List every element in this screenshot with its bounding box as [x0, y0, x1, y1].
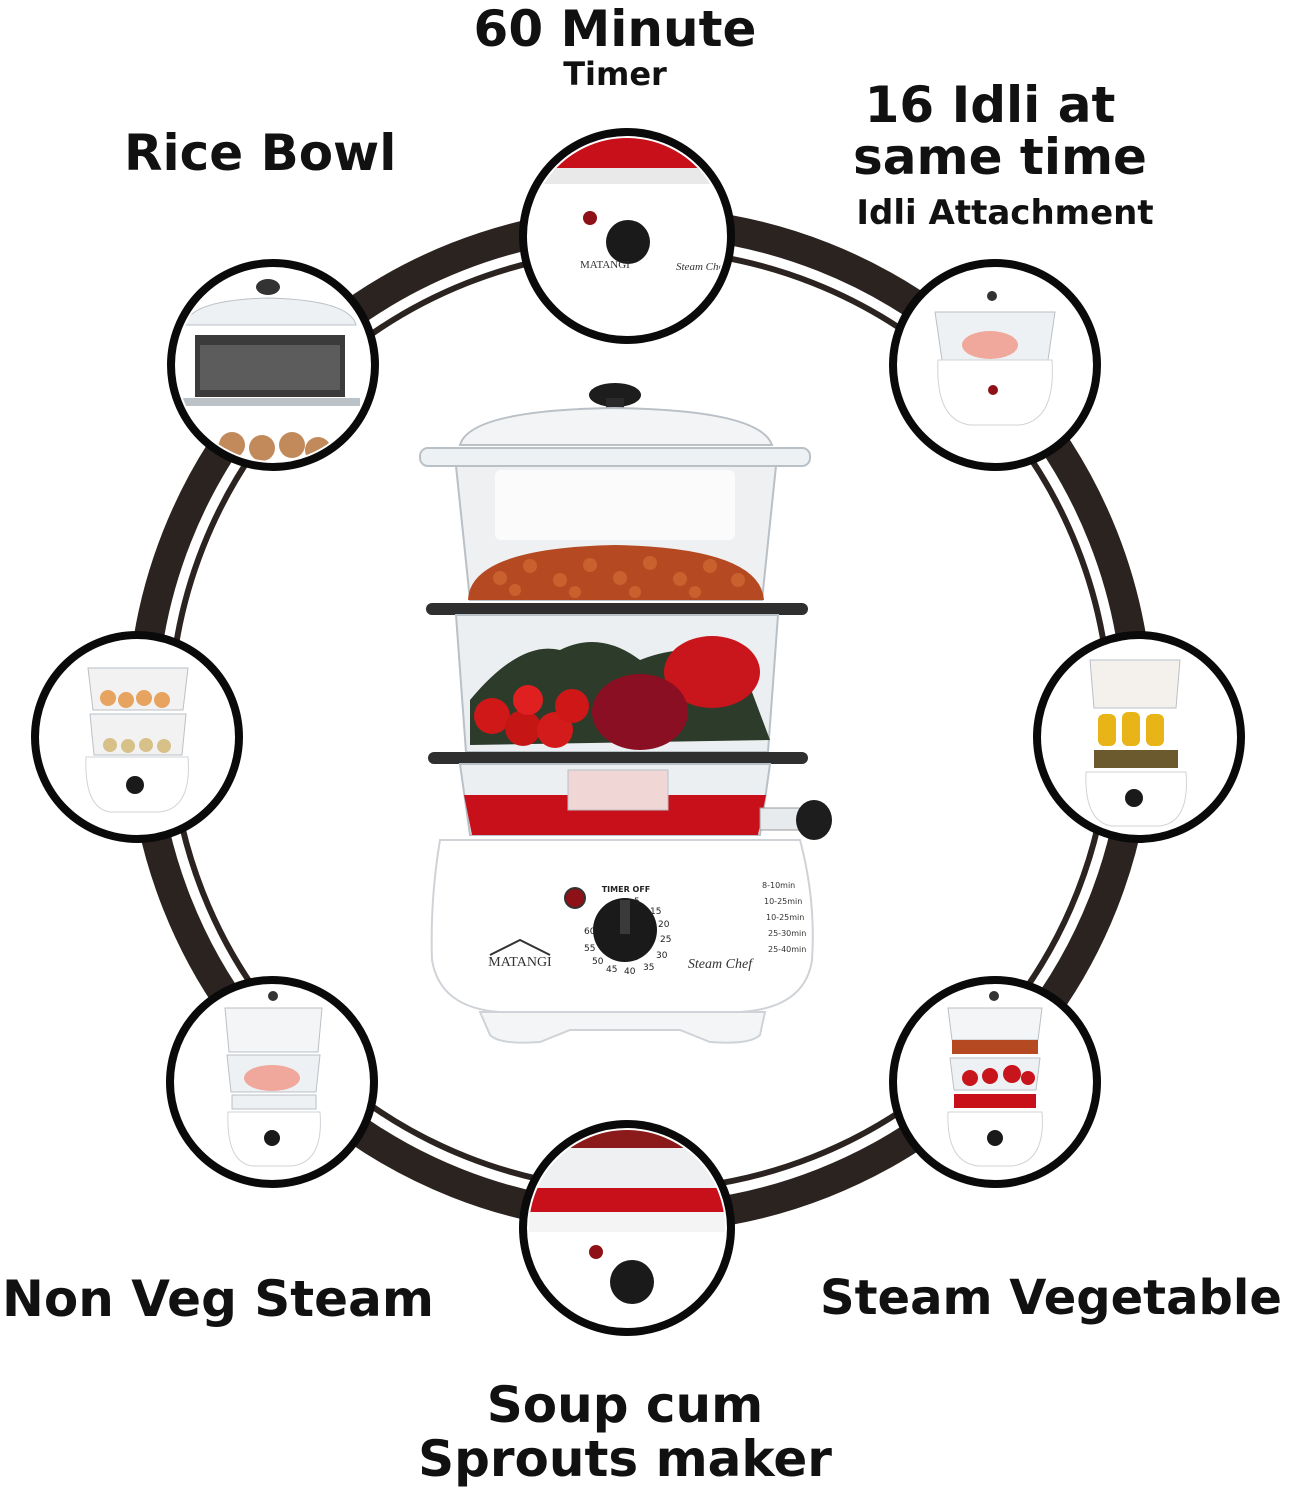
dial-number: 5 [634, 897, 640, 907]
svg-text:MATANGI: MATANGI [580, 259, 630, 271]
dial-number: 60 [584, 927, 596, 937]
idli-subtitle: Idli Attachment [856, 193, 1154, 233]
cook-time: 10-25min [764, 897, 802, 906]
timer-subtitle: Timer [563, 55, 667, 93]
circle-corn-steam [1033, 631, 1245, 843]
timer-off-text: TIMER OFF [602, 885, 651, 894]
non-veg-title: Non Veg Steam [2, 1270, 434, 1328]
dial-number: 55 [584, 944, 595, 954]
dial-number: 45 [606, 965, 617, 975]
dial-number: 40 [624, 967, 636, 977]
soup-title-line2: Sprouts maker [418, 1430, 832, 1488]
cook-times: 8-10min 10-25min 10-25min 25-30min 25-40… [762, 881, 806, 954]
circle-non-veg [166, 976, 378, 1188]
rice-bowl-title: Rice Bowl [124, 124, 397, 182]
dial-number: 35 [643, 963, 654, 973]
circle-soup [519, 1120, 735, 1336]
circle-rice-bowl [167, 259, 379, 471]
circle-steam-vegetable [889, 976, 1101, 1188]
soup-title-line1: Soup cum [486, 1376, 764, 1434]
cook-time: 25-40min [768, 945, 806, 954]
circle-egg-steam [31, 631, 243, 843]
dial-number: 50 [592, 957, 604, 967]
cook-time: 10-25min [766, 913, 804, 922]
dial-number: 15 [650, 907, 661, 917]
model-text: Steam Chef [688, 957, 754, 972]
cook-time: 25-30min [768, 929, 806, 938]
idli-title-line1: 16 Idli at [864, 76, 1116, 134]
circle-idli [889, 259, 1101, 471]
svg-text:Steam Chef: Steam Chef [676, 261, 728, 273]
timer-title: 60 Minute [473, 0, 757, 58]
dial-number: 30 [656, 951, 668, 961]
steam-vegetable-title: Steam Vegetable [820, 1270, 1282, 1326]
circle-timer: MATANGI Steam Chef [519, 128, 735, 344]
dial-number: 25 [660, 935, 671, 945]
main-steamer [419, 383, 832, 1044]
cook-time: 8-10min [762, 881, 795, 890]
dial-numbers: 5 15 20 25 30 35 40 45 50 55 60 [584, 897, 671, 977]
brand-text: MATANGI [488, 955, 552, 970]
idli-title-line2: same time [853, 128, 1147, 186]
dial-number: 20 [658, 920, 670, 930]
